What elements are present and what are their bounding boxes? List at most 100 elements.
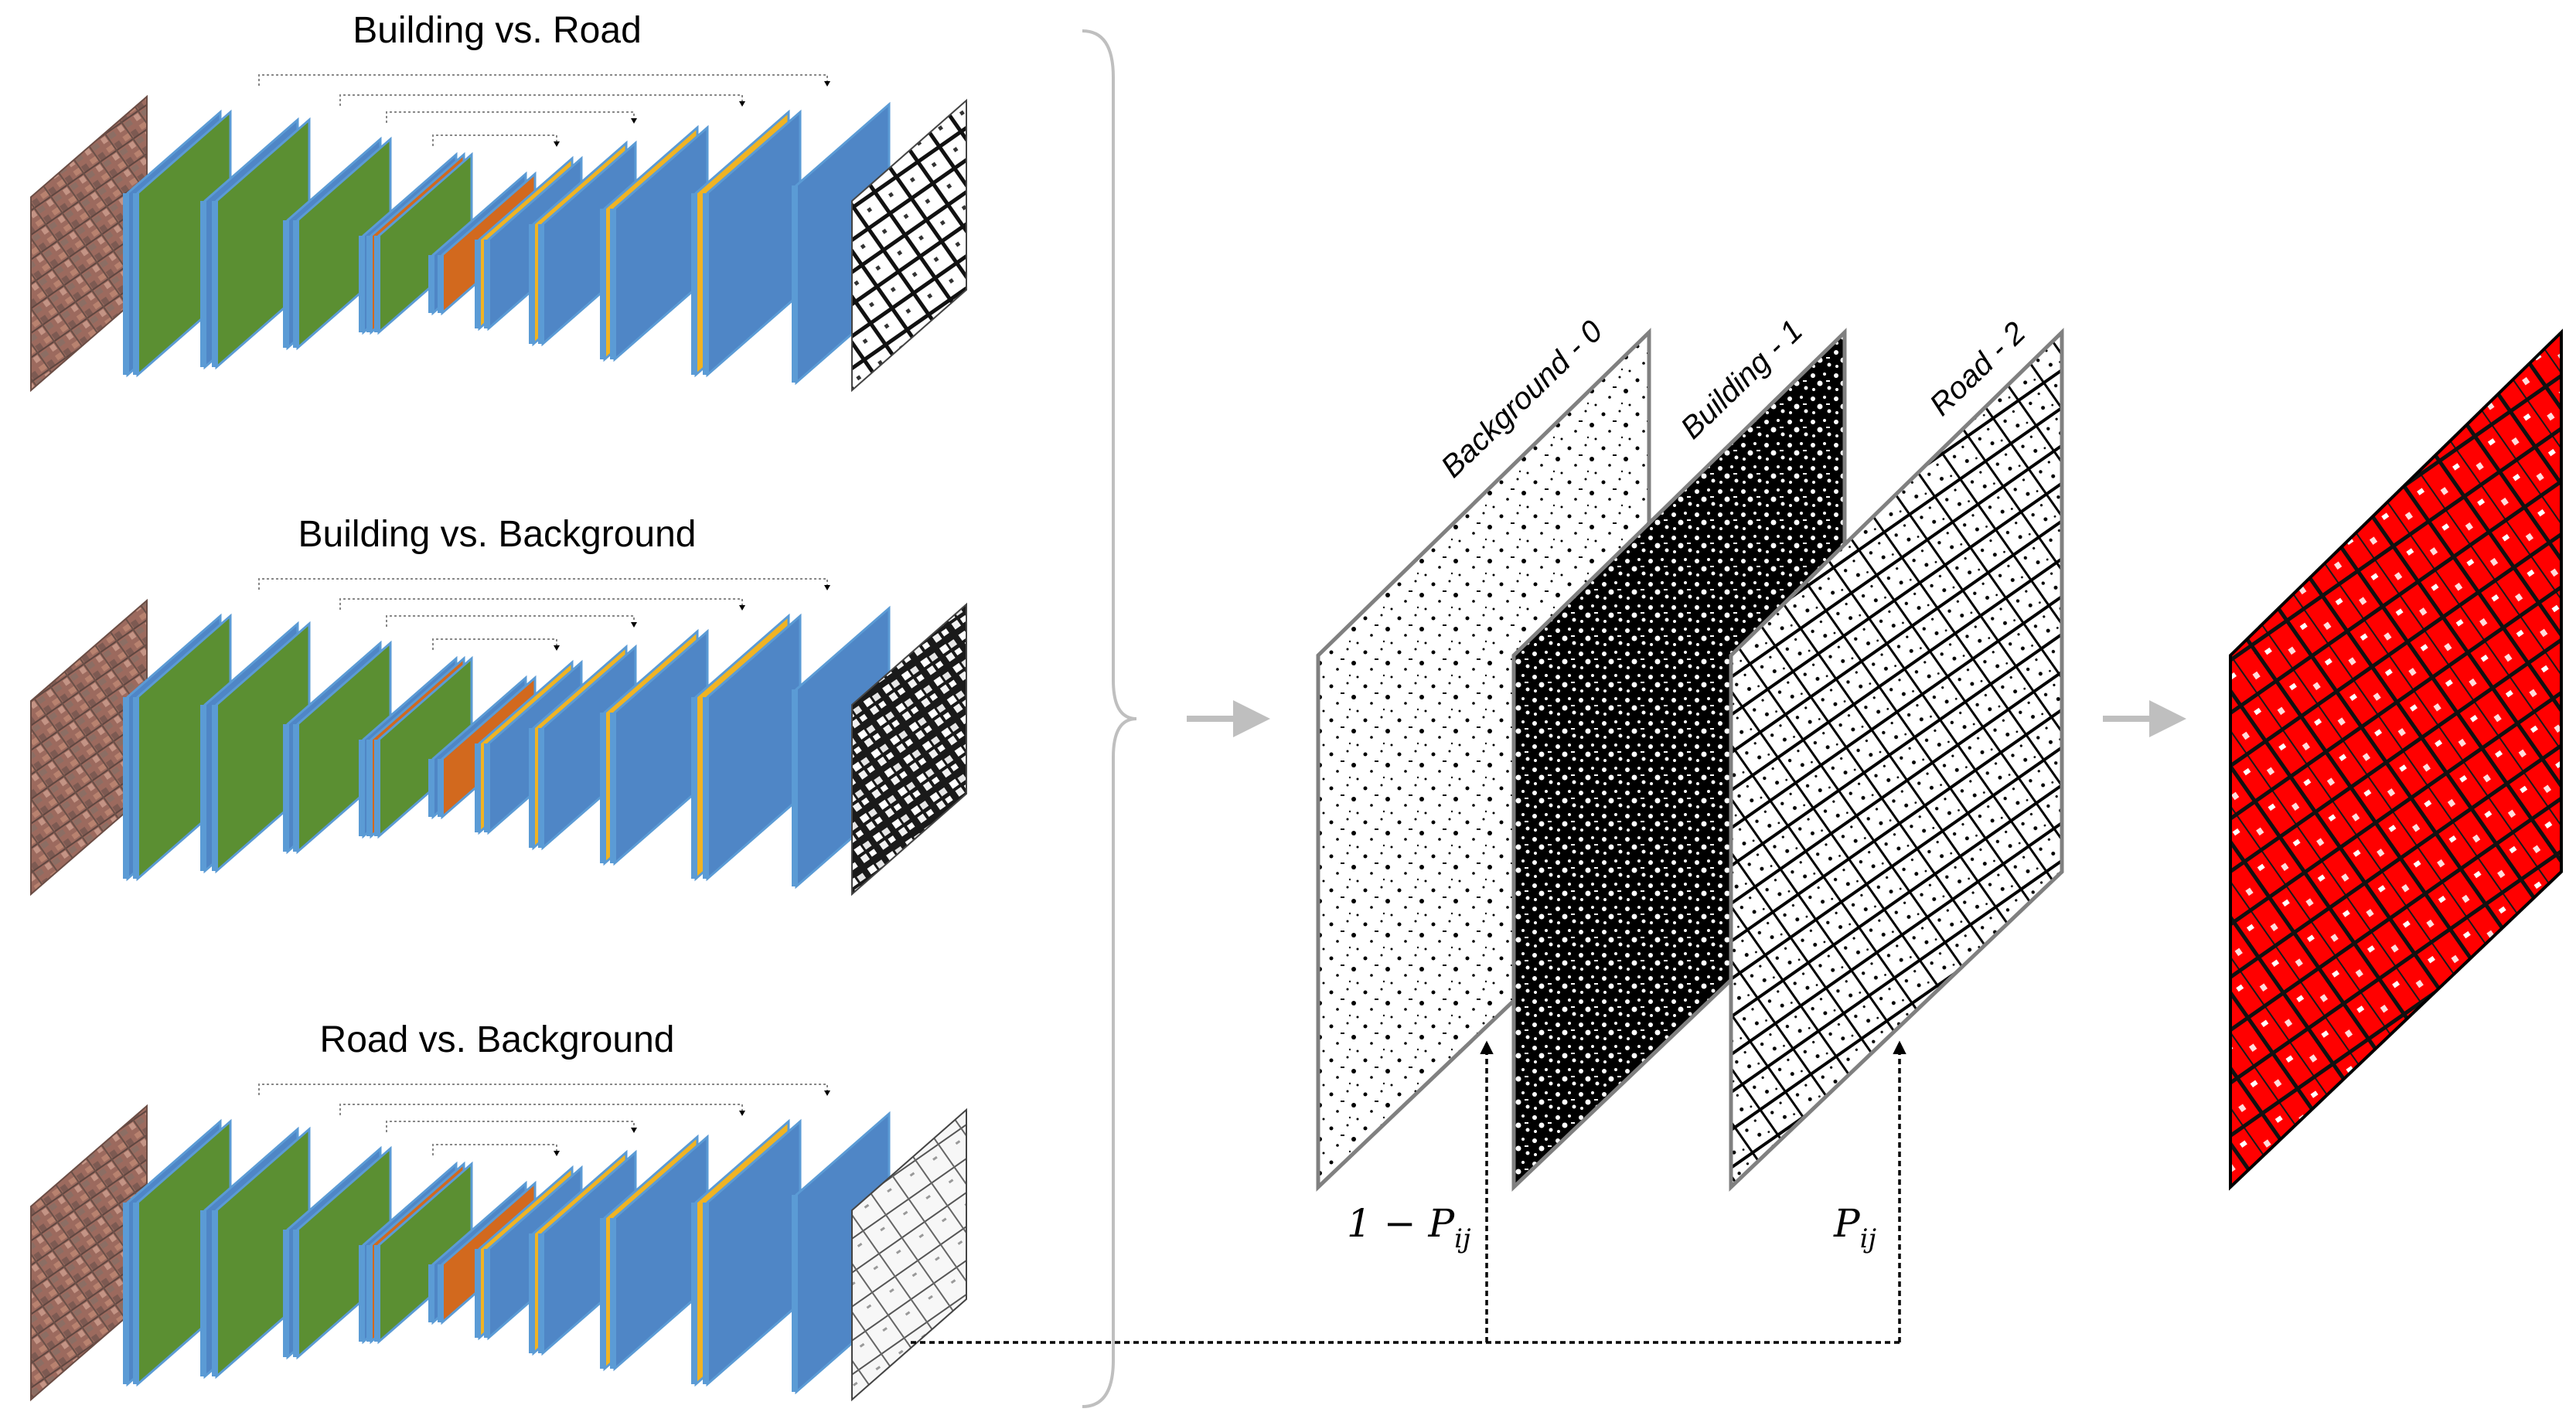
feature-map-layer bbox=[706, 1118, 802, 1387]
feature-map-edge bbox=[359, 236, 365, 332]
feature-map-edge bbox=[600, 1218, 606, 1369]
feature-map-edge bbox=[529, 728, 535, 848]
feature-map-edge bbox=[366, 740, 373, 836]
final-segmentation-result bbox=[2229, 328, 2563, 1191]
feature-map-edge bbox=[600, 209, 606, 359]
skip-connection-arrowhead bbox=[631, 1128, 637, 1133]
skip-connection-arrowhead bbox=[739, 1111, 745, 1116]
feature-map-edge bbox=[610, 713, 616, 863]
feature-map-edge bbox=[123, 1203, 129, 1384]
feature-map-edge bbox=[529, 1233, 535, 1353]
network-title: Road vs. Background bbox=[320, 1019, 675, 1060]
feature-map-edge bbox=[703, 1203, 709, 1384]
formula-one-minus-p: 1 − Pij bbox=[1347, 1201, 1471, 1254]
feature-map-edge bbox=[438, 1264, 444, 1322]
feature-map-layer bbox=[706, 613, 802, 882]
network-title: Building vs. Road bbox=[353, 10, 642, 51]
skip-connection bbox=[432, 638, 557, 650]
feature-map-edge bbox=[792, 1195, 798, 1392]
feature-map-edge bbox=[610, 209, 616, 359]
feature-map-edge bbox=[293, 220, 299, 348]
feature-map-edge bbox=[529, 224, 535, 344]
skip-connection-arrowhead bbox=[824, 81, 830, 87]
skip-connection bbox=[258, 578, 828, 590]
feature-map-edge bbox=[366, 236, 373, 332]
feature-map-edge bbox=[792, 185, 798, 383]
feature-map-edge bbox=[538, 224, 544, 344]
skip-connection bbox=[386, 1121, 635, 1132]
skip-connection bbox=[432, 1144, 557, 1155]
network-stack-1: Building vs. Road bbox=[30, 10, 967, 393]
feature-map-edge bbox=[703, 193, 709, 375]
feature-map-edge bbox=[212, 705, 218, 871]
feature-map-edge bbox=[123, 193, 129, 375]
feature-map-edge bbox=[691, 193, 697, 375]
network-title: Building vs. Background bbox=[298, 514, 697, 555]
feature-map-edge bbox=[374, 236, 380, 332]
skip-connection bbox=[339, 1104, 743, 1115]
feature-map-edge bbox=[359, 740, 365, 836]
feature-map-edge bbox=[283, 220, 289, 348]
feature-map-edge bbox=[200, 201, 206, 367]
skip-connection bbox=[258, 74, 828, 86]
skip-connection bbox=[339, 598, 743, 610]
feature-map-edge bbox=[133, 697, 139, 879]
skip-connection-arrowhead bbox=[554, 141, 560, 147]
feature-map-edge bbox=[438, 255, 444, 313]
skip-connection-arrowhead bbox=[631, 622, 637, 628]
feature-map-edge bbox=[200, 705, 206, 871]
feature-map-edge bbox=[792, 689, 798, 886]
skip-connection-arrowhead bbox=[739, 605, 745, 611]
feature-map-edge bbox=[374, 740, 380, 836]
feature-map-edge bbox=[133, 1203, 139, 1384]
feature-map-edge bbox=[475, 240, 481, 328]
feature-map-edge bbox=[212, 1210, 218, 1376]
skip-connection-arrowhead bbox=[631, 118, 637, 124]
feature-map-edge bbox=[703, 697, 709, 879]
output-mask bbox=[851, 98, 967, 393]
network-stack-2: Building vs. Background bbox=[30, 514, 967, 897]
feature-map-edge bbox=[428, 759, 434, 817]
feature-map-edge bbox=[610, 1218, 616, 1369]
feature-map-edge bbox=[484, 240, 490, 328]
feature-map-edge bbox=[691, 1203, 697, 1384]
skip-connection-arrowhead bbox=[554, 1151, 560, 1156]
formula-p: Pij bbox=[1833, 1201, 1877, 1254]
feature-map-edge bbox=[428, 1264, 434, 1322]
feature-map-edge bbox=[484, 1249, 490, 1338]
feature-map-edge bbox=[359, 1245, 365, 1342]
feature-map-edge bbox=[475, 1249, 481, 1338]
feature-map-edge bbox=[428, 255, 434, 313]
feature-map-edge bbox=[123, 697, 129, 879]
feature-map-edge bbox=[600, 713, 606, 863]
feature-map-edge bbox=[366, 1245, 373, 1342]
feature-map-edge bbox=[200, 1210, 206, 1376]
network-stack-3: Road vs. Background bbox=[30, 1019, 967, 1402]
skip-connection bbox=[258, 1084, 828, 1095]
output-mask bbox=[851, 1107, 967, 1402]
feature-map-edge bbox=[283, 724, 289, 852]
feature-map-edge bbox=[212, 201, 218, 367]
feature-map-edge bbox=[484, 743, 490, 832]
skip-connection bbox=[386, 615, 635, 627]
curly-brace bbox=[1082, 29, 1137, 1408]
feature-map-edge bbox=[293, 1230, 299, 1357]
skip-connection bbox=[386, 111, 635, 123]
output-mask bbox=[851, 602, 967, 897]
feature-map-edge bbox=[374, 1245, 380, 1342]
skip-connection-arrowhead bbox=[824, 585, 830, 590]
feature-map-layer bbox=[706, 109, 802, 378]
skip-connection-arrowhead bbox=[554, 645, 560, 651]
feature-map-edge bbox=[538, 1233, 544, 1353]
skip-connection bbox=[432, 134, 557, 146]
feature-map-edge bbox=[475, 743, 481, 832]
feature-map-edge bbox=[438, 759, 444, 817]
feature-map-edge bbox=[283, 1230, 289, 1357]
skip-connection bbox=[339, 94, 743, 106]
feature-map-edge bbox=[691, 697, 697, 879]
skip-connection-arrowhead bbox=[739, 101, 745, 107]
feature-map-edge bbox=[293, 724, 299, 852]
skip-connection-arrowhead bbox=[824, 1090, 830, 1096]
